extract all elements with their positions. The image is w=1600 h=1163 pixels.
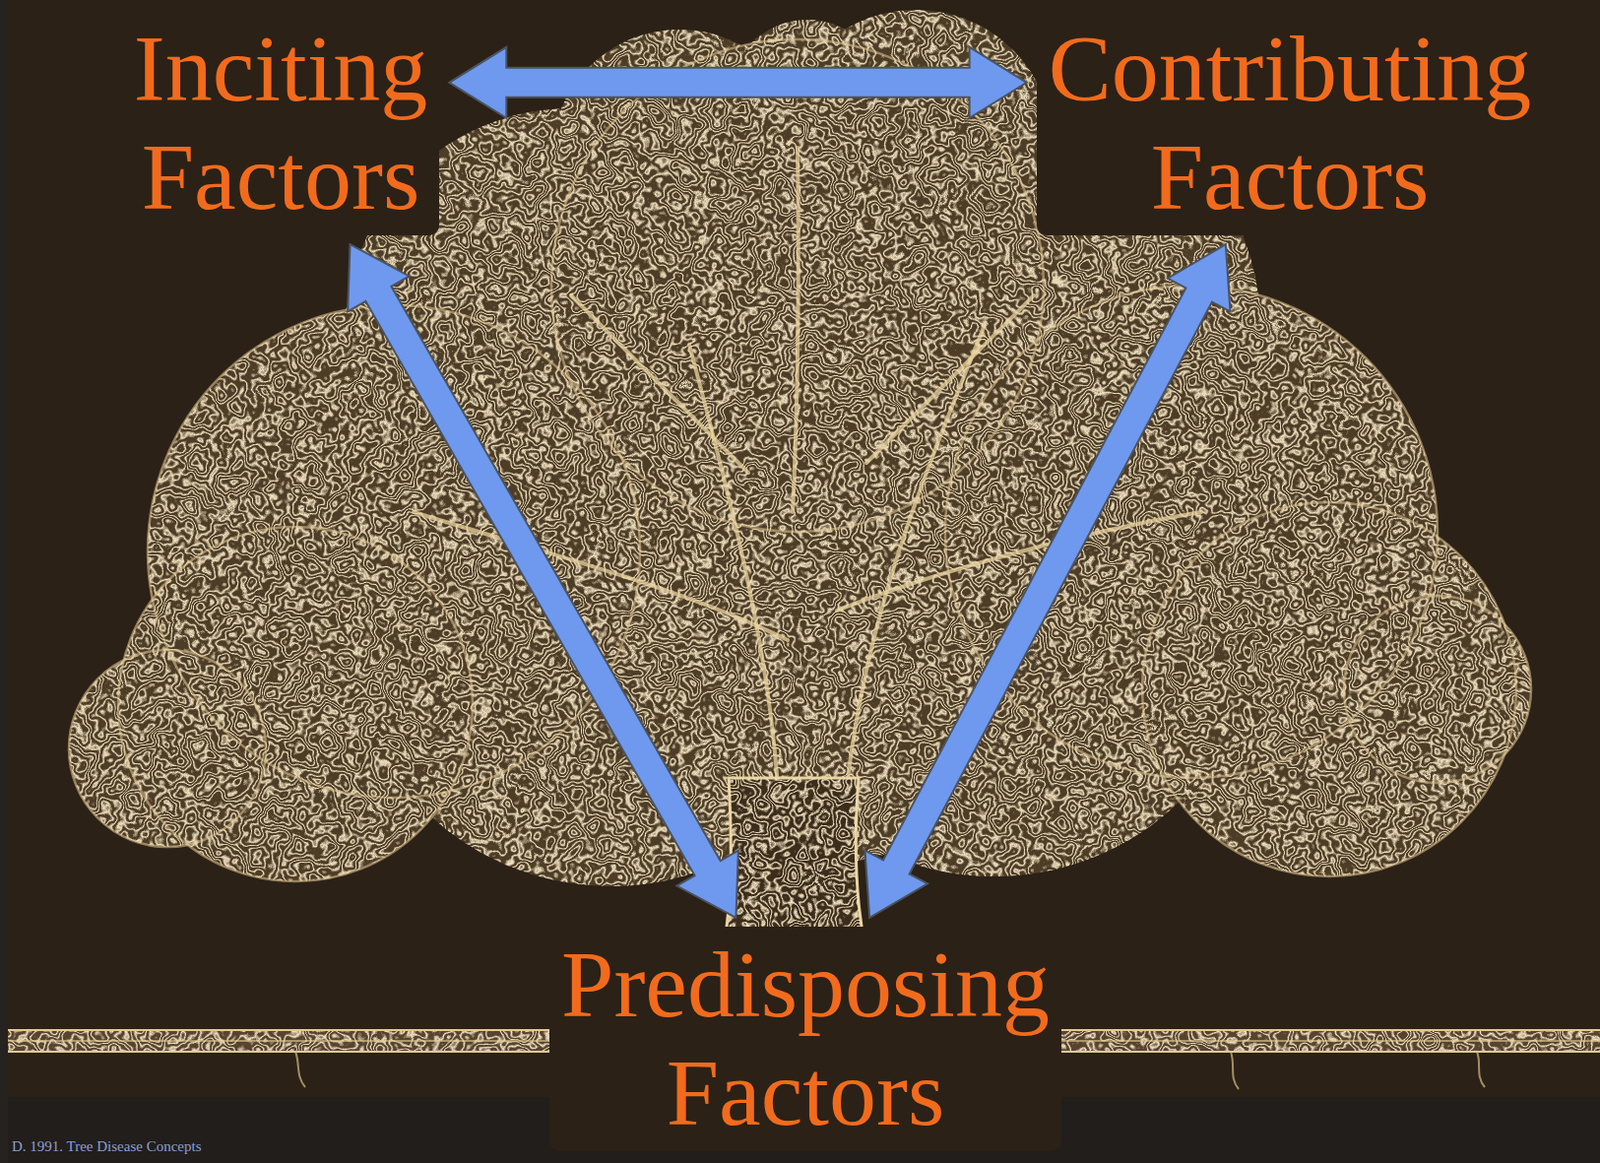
ground [7,1029,1600,1052]
left-frame [0,0,8,1163]
double-arrow [448,47,1026,119]
double-arrow [864,244,1230,918]
factor-label: Predisposing Factors [561,930,1050,1149]
ground-lines [7,1029,1600,1052]
roots [295,1051,1485,1089]
bottom-frame [0,1096,1600,1163]
branches [413,147,1202,788]
canopy-outline [68,39,1532,882]
factor-node: Inciting Factors [122,10,441,237]
ground-texture [7,1029,1600,1052]
citation: D. 1991. Tree Disease Concepts [11,1138,201,1155]
double-arrow [347,244,739,918]
factor-node: Predisposing Factors [549,926,1062,1152]
factor-label: Inciting Factors [133,14,429,233]
factor-node: Contributing Factors [1036,10,1544,237]
factor-label: Contributing Factors [1048,14,1533,233]
